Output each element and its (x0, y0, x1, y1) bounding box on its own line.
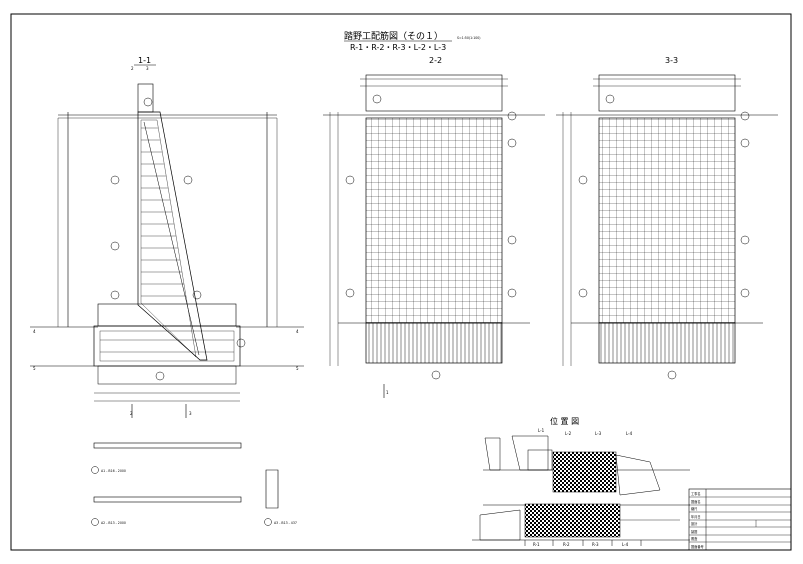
tb-row-8: 図面番号 (691, 544, 704, 549)
tb-row-7: 照査 (691, 536, 698, 541)
bar-details: A1 - B16 - 2000 A2 - B13 - 2000 A3 - B13… (91, 442, 297, 526)
drawing-title: 踏野工配筋図（その１） (344, 30, 443, 42)
loc-bottom-label-4: L-4 (622, 542, 629, 547)
section-label-2-2: 2-2 (429, 56, 442, 65)
tb-row-1: 工事名 (691, 491, 701, 496)
marker-3-bottom: 3 (189, 411, 192, 416)
tb-row-4: 年月日 (691, 514, 701, 519)
loc-bottom-label-3: R-3 (592, 542, 599, 547)
drawing-title-block-header: 踏野工配筋図（その１） S=1:50(1:100) R-1・R-2・R-3・L-… (344, 30, 481, 52)
title-block: 工事名 図面名 縮尺 年月日 設計 製図 照査 図面番号 (688, 488, 792, 551)
marker-4-left: 4 (33, 329, 36, 334)
location-plan-title: 位 置 図 (550, 416, 579, 426)
bar-detail-a: A1 - B16 - 2000 (101, 469, 126, 473)
marker-4-right: 4 (296, 329, 299, 334)
drawing-subtitle: R-1・R-2・R-3・L-2・L-3 (350, 43, 446, 52)
loc-top-label-1: L-1 (538, 428, 545, 433)
tb-row-6: 製図 (691, 529, 697, 534)
section-label-1-1: 1-1 (138, 56, 151, 65)
drawing-scale: S=1:50(1:100) (457, 36, 481, 40)
marker-1-bottom: 1 (386, 390, 389, 395)
loc-top-label-4: L-4 (626, 431, 633, 436)
bar-detail-b: A2 - B13 - 2000 (101, 521, 126, 525)
loc-bottom-label-2: R-2 (563, 542, 570, 547)
tb-row-2: 図面名 (691, 499, 701, 504)
marker-5-left: 5 (33, 366, 36, 371)
marker-2-top: 2 (131, 66, 134, 71)
sheet-border (10, 13, 792, 551)
section-2-2: 2-2 1 (323, 56, 545, 398)
loc-top-label-2: L-2 (565, 431, 572, 436)
location-plan: 位 置 図 L-1 L-2 L-3 L-4 R-1 R-2 R-3 L-4 (472, 416, 690, 547)
bar-detail-c: A3 - B13 - 437 (274, 521, 297, 525)
loc-bottom-label-1: R-1 (533, 542, 540, 547)
marker-2-bottom: 2 (130, 411, 133, 416)
marker-5-right: 5 (296, 366, 299, 371)
section-label-3-3: 3-3 (665, 56, 678, 65)
loc-top-label-3: L-3 (595, 431, 602, 436)
marker-3-top: 3 (146, 66, 149, 71)
section-3-3: 3-3 (556, 56, 778, 380)
tb-row-5: 設計 (691, 521, 698, 526)
section-1-1: 1-1 2 3 (30, 56, 304, 418)
tb-row-3: 縮尺 (691, 506, 698, 511)
